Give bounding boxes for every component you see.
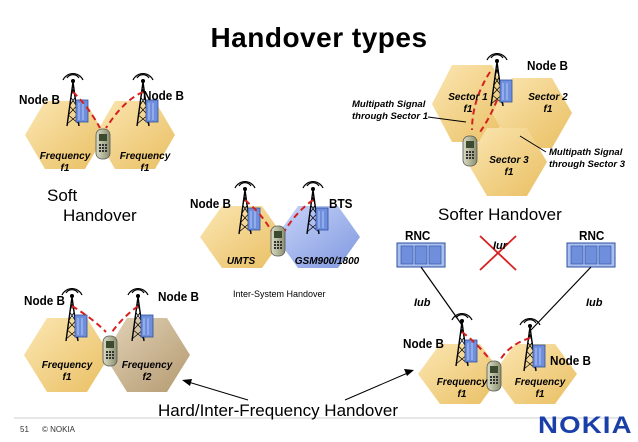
page-number: 51 — [20, 425, 29, 434]
soft-tower-left — [62, 72, 89, 127]
rnc-right-label: RNC — [579, 228, 605, 243]
sector3-cell — [467, 128, 547, 196]
gsm-cell — [276, 206, 360, 268]
nokia-logo: NOKIA — [538, 412, 633, 439]
iub-link-right — [530, 266, 592, 331]
hard-signal-right — [111, 305, 139, 333]
rnc-group — [396, 235, 616, 404]
softer-caption: Softer Handover — [438, 205, 562, 224]
hard-arrow-left — [184, 380, 249, 401]
hard-nodeb-right-label: Node B — [158, 289, 199, 304]
hard-caption: Hard/Inter-Frequency Handover — [158, 401, 399, 420]
hard-nodeb-left-label: Node B — [24, 293, 65, 308]
rnc-left-label: RNC — [405, 228, 431, 243]
intersystem-signal-left — [244, 199, 273, 233]
sector1-cell — [432, 65, 512, 142]
hard-cell-left — [24, 318, 110, 392]
gsm-label: GSM900/1800 — [294, 256, 360, 267]
soft-caption-line1: Soft — [47, 186, 78, 205]
rnc-right-racks — [570, 245, 612, 265]
softer-signal-3 — [477, 99, 498, 136]
rnc-nodeb-right-label: Node B — [550, 353, 591, 368]
iub-left-label: Iub — [414, 297, 431, 309]
hard-tower-left — [61, 287, 88, 342]
rnc-cell-left — [418, 344, 502, 404]
softer-handover-group — [427, 52, 572, 196]
soft-signal-right — [105, 91, 144, 129]
soft-nodeb-right-label: Node B — [143, 88, 184, 103]
intersystem-nodeb-label: Node B — [190, 196, 231, 211]
intersystem-phone — [270, 225, 286, 257]
intersystem-group — [200, 180, 360, 268]
iub-right-label: Iub — [586, 297, 603, 309]
rnc-signal-right — [499, 337, 531, 361]
intersystem-bts-label: BTS — [329, 196, 353, 211]
hard-cell-right — [104, 318, 190, 392]
soft-phone — [95, 128, 111, 160]
rnc-cell-right — [493, 344, 577, 404]
rnc-phone — [486, 360, 502, 392]
intersystem-signal-right — [283, 199, 314, 233]
soft-caption-line2: Handover — [63, 206, 137, 225]
intersystem-caption: Inter-System Handover — [233, 289, 326, 299]
softer-pointer-left — [427, 116, 467, 123]
umts-label: UMTS — [226, 256, 256, 267]
soft-nodeb-left-label: Node B — [19, 92, 60, 107]
softer-pointer-right — [519, 135, 547, 153]
hard-phone — [102, 335, 118, 367]
softer-tower — [486, 52, 513, 107]
softer-nodeb-label: Node B — [527, 58, 568, 73]
hard-arrow-right — [344, 371, 411, 401]
hard-arrowhead-right — [404, 369, 414, 376]
rnc-tower-right — [519, 317, 546, 372]
page-title: Handover types — [210, 22, 428, 53]
rnc-signal-left — [461, 331, 491, 361]
rnc-nodeb-left-label: Node B — [403, 336, 444, 351]
soft-signal-left — [72, 91, 101, 129]
hard-tower-right — [127, 287, 154, 342]
umts-cell — [200, 206, 284, 268]
soft-tower-right — [132, 72, 159, 127]
hard-arrowhead-left — [182, 379, 192, 386]
soft-handover-group — [25, 72, 175, 169]
iur-cross-b — [479, 235, 517, 271]
iur-label: Iur — [493, 240, 508, 252]
intersystem-tower-right — [302, 180, 329, 235]
copyright: © NOKIA — [42, 425, 76, 434]
softer-phone — [462, 135, 478, 167]
hard-handover-group — [24, 287, 414, 401]
intersystem-tower-left — [234, 180, 261, 235]
hard-signal-left — [71, 305, 107, 333]
iub-link-left — [420, 266, 463, 326]
rnc-left-racks — [400, 245, 442, 265]
softer-signal-1 — [471, 71, 491, 131]
rnc-tower-left — [451, 312, 478, 367]
